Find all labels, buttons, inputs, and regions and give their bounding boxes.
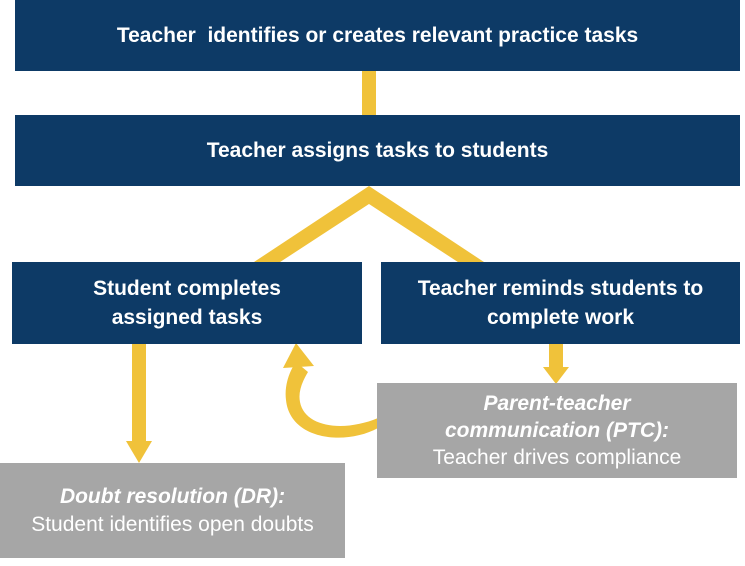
note-doubt-resolution: Doubt resolution (DR): Student identifie… xyxy=(0,463,345,558)
arrowhead-dr xyxy=(126,441,152,463)
note-ptc-title: Parent-teacher communication (PTC): xyxy=(445,391,669,442)
note-doubt-resolution-body: Student identifies open doubts xyxy=(31,512,314,536)
box-identify-tasks: Teacher identifies or creates relevant p… xyxy=(15,0,740,71)
note-ptc-body: Teacher drives compliance xyxy=(432,446,682,470)
note-doubt-resolution-title: Doubt resolution (DR): xyxy=(59,485,286,509)
box-assign-tasks-label: Teacher assigns tasks to students xyxy=(206,138,549,162)
box-identify-tasks-label: Teacher identifies or creates relevant p… xyxy=(116,23,639,47)
arrowhead-feedback xyxy=(283,343,314,368)
box-assign-tasks: Teacher assigns tasks to students xyxy=(15,115,740,186)
note-parent-teacher-communication: Parent-teacher communication (PTC): Teac… xyxy=(377,383,737,478)
connector-identify-to-assign xyxy=(362,70,376,116)
box-teacher-reminds: Teacher reminds students to complete wor… xyxy=(381,262,740,344)
feedback-curve xyxy=(285,362,378,438)
connector-split-chevron xyxy=(248,186,490,266)
box-teacher-reminds-label: Teacher reminds students to complete wor… xyxy=(417,276,704,329)
arrowhead-ptc xyxy=(543,367,569,384)
connector-remind-to-ptc xyxy=(549,343,563,369)
box-student-completes-label: Student completes assigned tasks xyxy=(93,276,281,329)
box-student-completes: Student completes assigned tasks xyxy=(12,262,362,344)
connector-student-to-dr xyxy=(132,343,146,443)
